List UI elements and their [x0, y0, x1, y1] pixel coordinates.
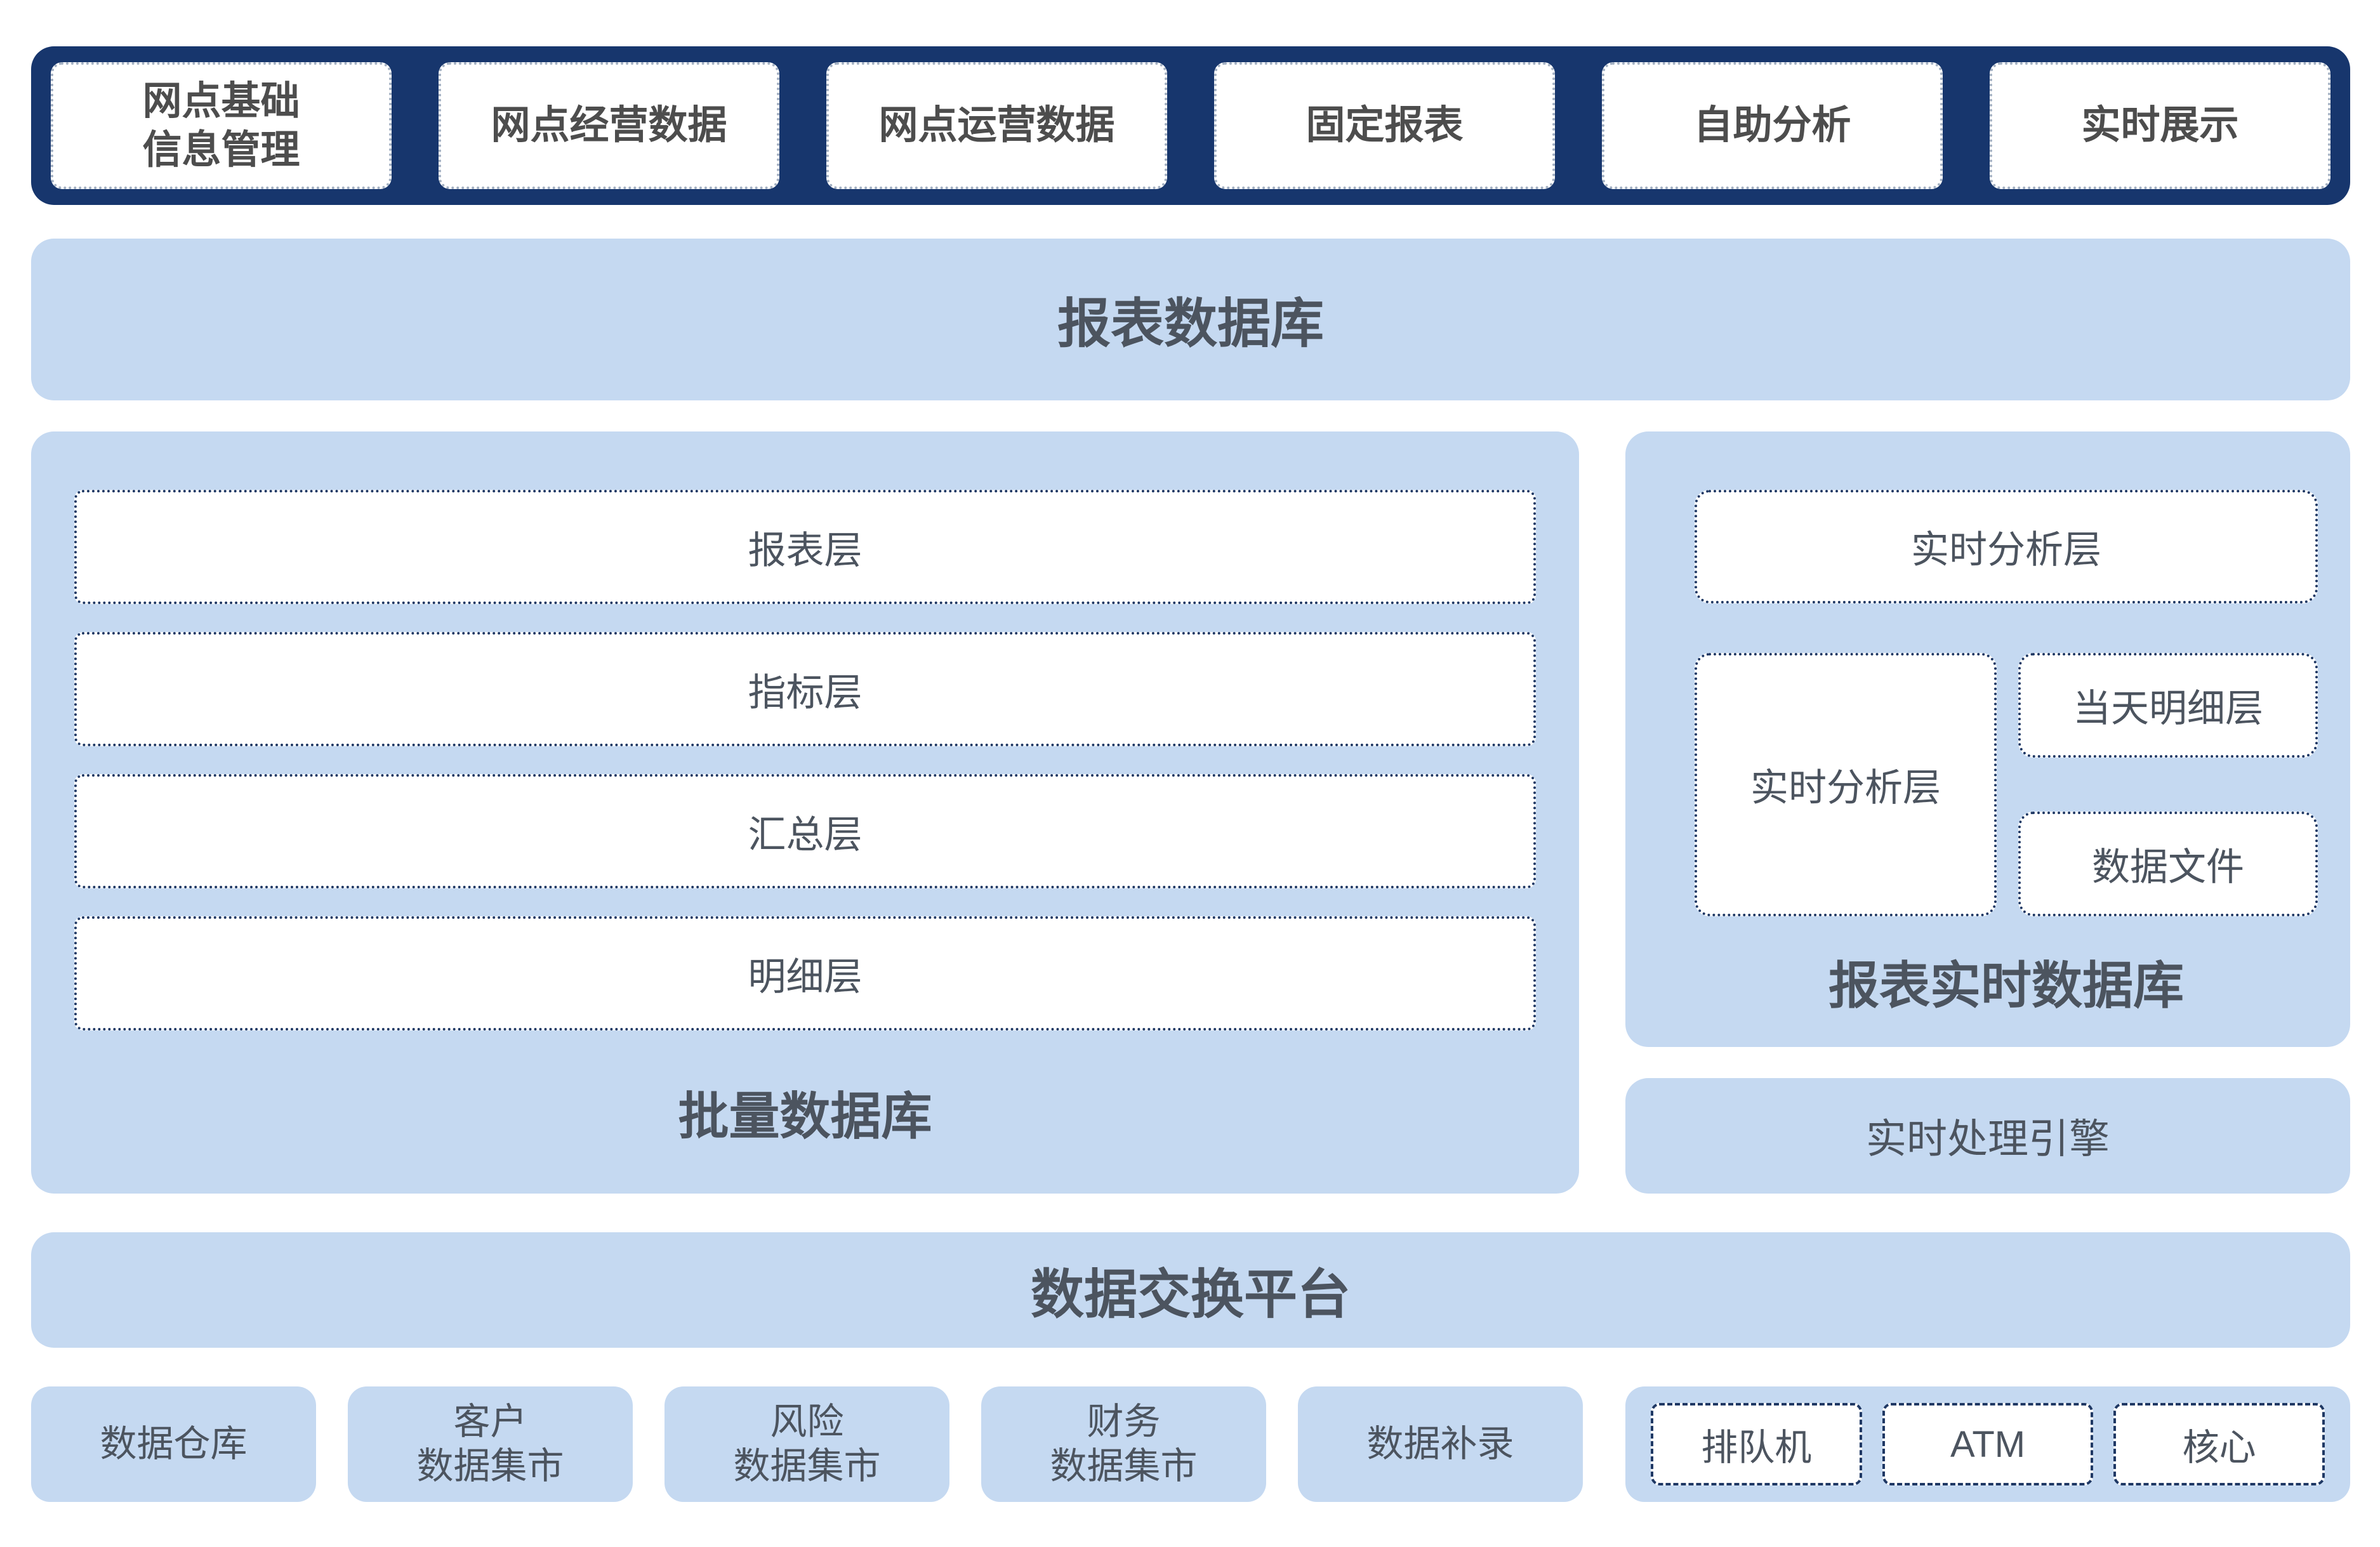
report-db-label: 报表数据库	[1057, 294, 1324, 353]
batch-db-caption: 批量数据库	[678, 1088, 932, 1145]
channel-core-box: 核心	[2113, 1403, 2325, 1485]
batch-db-panel: 报表层 指标层 汇总层 明细层 批量数据库	[31, 431, 1579, 1194]
top-app-branch-base-info: 网点基础 信息管理	[51, 62, 392, 189]
right-column: 实时分析层 实时分析层 当天明细层 数据文件 报表实时数据库 实时处理引擎	[1625, 431, 2350, 1194]
source-finance-mart: 财务 数据集市	[981, 1386, 1266, 1502]
bottom-sources-row: 数据仓库 客户 数据集市 风险 数据集市 财务 数据集市 数据补录 排队机 AT…	[31, 1386, 2350, 1502]
today-detail-layer-box: 当天明细层	[2018, 653, 2318, 758]
realtime-analysis-layer-left-box: 实时分析层	[1695, 653, 1997, 916]
top-app-branch-operation-data: 网点运营数据	[826, 62, 1167, 189]
top-app-branch-business-data: 网点经营数据	[439, 62, 779, 189]
indicator-layer-box: 指标层	[74, 632, 1536, 746]
realtime-engine-band: 实时处理引擎	[1625, 1078, 2350, 1194]
source-data-warehouse: 数据仓库	[31, 1386, 316, 1502]
channel-atm-box: ATM	[1882, 1403, 2094, 1485]
detail-layer-box: 明细层	[74, 916, 1536, 1030]
realtime-db-caption: 报表实时数据库	[1828, 958, 2184, 1014]
top-app-fixed-reports: 固定报表	[1214, 62, 1555, 189]
data-exchange-band: 数据交换平台	[31, 1232, 2350, 1348]
top-app-realtime-display: 实时展示	[1990, 62, 2330, 189]
data-file-box: 数据文件	[2018, 812, 2318, 916]
top-app-self-service-analysis: 自助分析	[1602, 62, 1943, 189]
realtime-panel-row: 实时分析层 当天明细层 数据文件	[1695, 653, 2318, 916]
source-customer-mart: 客户 数据集市	[348, 1386, 633, 1502]
top-apps-bar: 网点基础 信息管理 网点经营数据 网点运营数据 固定报表 自助分析 实时展示	[31, 46, 2350, 205]
realtime-panel-right-stack: 当天明细层 数据文件	[2018, 653, 2318, 916]
realtime-db-panel: 实时分析层 实时分析层 当天明细层 数据文件 报表实时数据库	[1625, 431, 2350, 1047]
source-risk-mart: 风险 数据集市	[664, 1386, 949, 1502]
summary-layer-box: 汇总层	[74, 774, 1536, 888]
realtime-engine-label: 实时处理引擎	[1866, 1116, 2110, 1162]
source-data-supplement: 数据补录	[1298, 1386, 1583, 1502]
middle-section: 报表层 指标层 汇总层 明细层 批量数据库 实时分析层 实时分析层 当天明细层 …	[31, 431, 2350, 1194]
report-layer-box: 报表层	[74, 490, 1536, 604]
realtime-analysis-layer-top-box: 实时分析层	[1695, 490, 2318, 603]
report-db-band: 报表数据库	[31, 239, 2350, 400]
channels-panel: 排队机 ATM 核心	[1625, 1386, 2350, 1502]
data-exchange-label: 数据交换平台	[1030, 1264, 1351, 1324]
channel-queue-machine-box: 排队机	[1651, 1403, 1862, 1485]
